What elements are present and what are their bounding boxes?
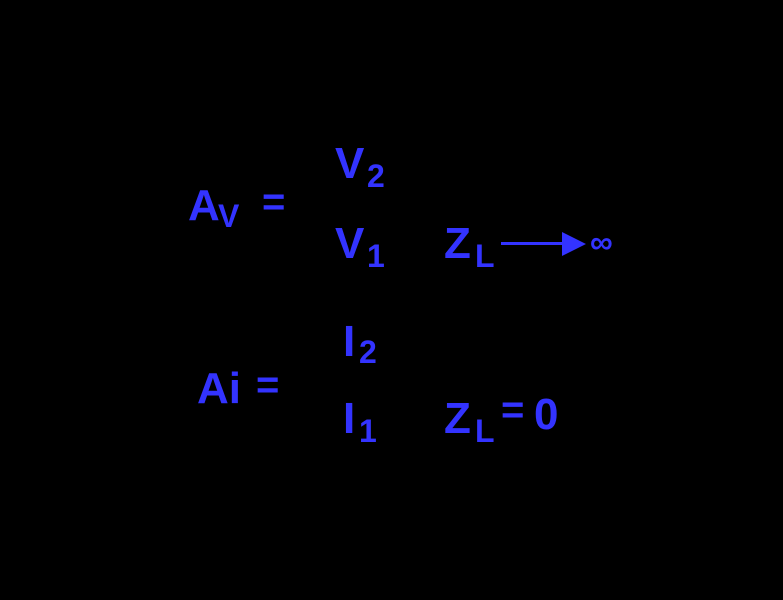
zl-main-2: Z bbox=[444, 394, 471, 443]
v1-sub: 1 bbox=[367, 238, 385, 274]
av-lhs-sub: V bbox=[218, 198, 240, 234]
av-lhs-main: A bbox=[188, 181, 220, 230]
zl-equals: = bbox=[501, 388, 525, 432]
av-equals: = bbox=[262, 180, 286, 224]
ai-equals: = bbox=[256, 363, 280, 407]
v1-main: V bbox=[335, 219, 365, 268]
i2-sub: 2 bbox=[359, 334, 377, 370]
zero-value: 0 bbox=[534, 390, 559, 439]
i1-main: I bbox=[343, 394, 356, 443]
ai-lhs: Ai bbox=[197, 364, 241, 413]
i1-sub: 1 bbox=[359, 413, 377, 449]
v2-main: V bbox=[335, 139, 365, 188]
infinity-value: ∞ bbox=[590, 224, 613, 260]
zl-main-1: Z bbox=[444, 219, 471, 268]
zl-sub-1: L bbox=[475, 238, 495, 274]
i2-main: I bbox=[343, 317, 356, 366]
zl-sub-2: L bbox=[475, 413, 495, 449]
v2-sub: 2 bbox=[367, 158, 385, 194]
